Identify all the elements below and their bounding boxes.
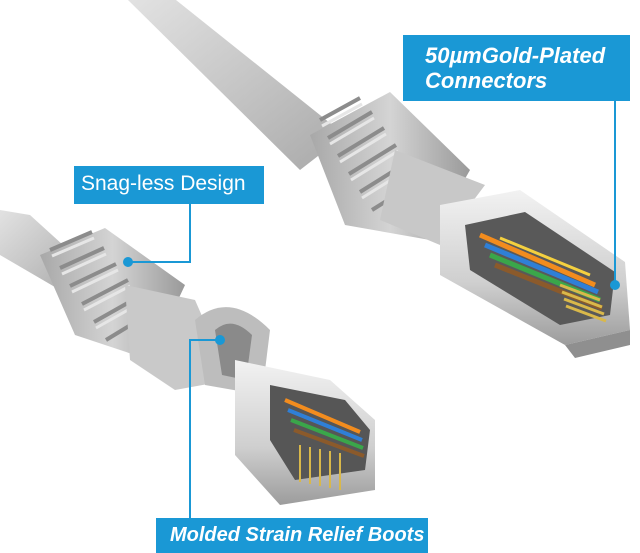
lower-wire-pairs [284, 398, 365, 458]
snag-less-label: Snag-less Design [81, 172, 246, 195]
leader-snag [128, 204, 191, 263]
gold-plated-line2: Connectors [425, 68, 548, 93]
lower-boot [40, 228, 230, 390]
upper-boot [310, 92, 485, 245]
gold-plated-callout: 50µmGold-Plated Connectors [403, 35, 630, 101]
gold-contacts-upper [559, 283, 607, 323]
strain-relief-label: Molded Strain Relief Boots [170, 524, 425, 546]
leader-boots [189, 339, 220, 518]
snag-less-callout: Snag-less Design [74, 166, 264, 204]
strain-relief-callout: Molded Strain Relief Boots [156, 518, 428, 553]
upper-cable-assembly [128, 0, 630, 358]
gold-plated-line1: 50µmGold-Plated [425, 43, 606, 68]
callout-leaders [123, 101, 620, 518]
upper-cable [128, 0, 345, 170]
lower-rj45-connector [235, 360, 375, 505]
gold-contacts-lower [299, 445, 341, 490]
lower-cable-assembly [0, 210, 375, 505]
upper-rj45-connector [440, 190, 630, 358]
